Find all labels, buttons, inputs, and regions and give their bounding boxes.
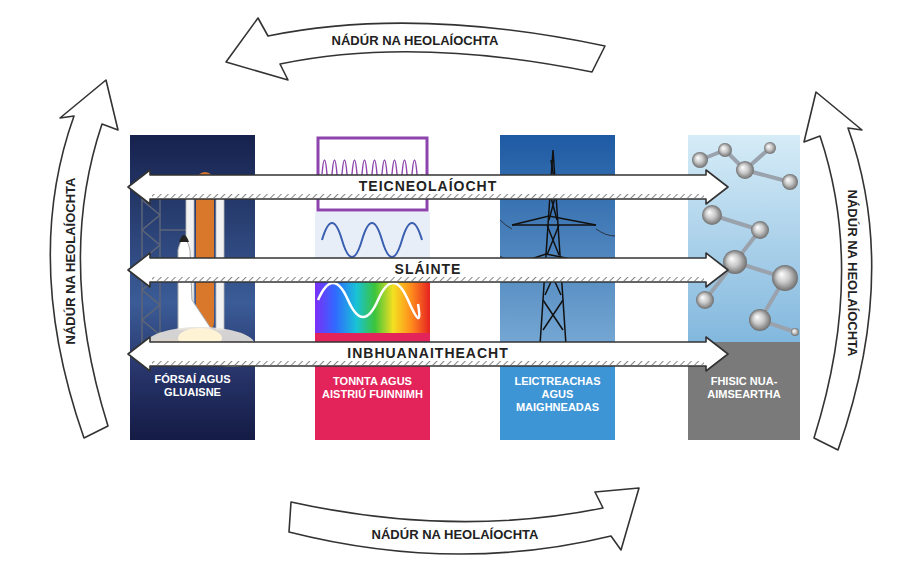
- theme-label: INBHUANAITHEACHT: [347, 345, 508, 361]
- cycle-label: NÁDÚR NA HEOLAÍOCHTA: [372, 527, 539, 542]
- arrow-shape: [128, 337, 728, 371]
- arrow-shape: [128, 253, 728, 287]
- cycle-label: NÁDÚR NA HEOLAÍOCHTA: [63, 178, 78, 345]
- cycle-arrow: NÁDÚR NA HEOLAÍOCHTA: [800, 88, 910, 460]
- arrow-shape: [226, 18, 605, 80]
- arrow-hatching: [152, 361, 704, 365]
- theme-arrow: INBHUANAITHEACHT: [128, 337, 728, 371]
- cycle-label: NÁDÚR NA HEOLAÍOCHTA: [332, 33, 499, 48]
- cycle-arrow: NÁDÚR NA HEOLAÍOCHTA: [285, 478, 645, 575]
- cycle-arrow: NÁDÚR NA HEOLAÍOCHTA: [12, 76, 122, 448]
- theme-arrow: SLÁINTE: [128, 253, 728, 287]
- theme-arrow: TEICNEOLAÍOCHT: [128, 170, 728, 204]
- arrow-shape: [289, 488, 639, 554]
- arrow-shape: [804, 92, 872, 450]
- panel-caption: FÓRSAÍ AGUS GLUAISNE: [134, 373, 251, 399]
- theme-label: SLÁINTE: [395, 261, 462, 277]
- cycle-arrow: NÁDÚR NA HEOLAÍOCHTA: [220, 6, 612, 86]
- cycle-label: NÁDÚR NA HEOLAÍOCHTA: [845, 190, 860, 357]
- arrow-hatching: [152, 194, 704, 198]
- panel-caption: FHISIC NUA-AIMSEARTHA: [692, 375, 796, 401]
- theme-label: TEICNEOLAÍOCHT: [359, 178, 497, 194]
- panel-caption: LEICTREACHAS AGUS MAIGHNEADAS: [504, 375, 611, 414]
- panel-caption: TONNTA AGUS AISTRIÚ FUINNIMH: [319, 375, 426, 401]
- arrow-hatching: [152, 277, 704, 281]
- arrow-shape: [50, 80, 118, 438]
- arrow-shape: [128, 170, 728, 204]
